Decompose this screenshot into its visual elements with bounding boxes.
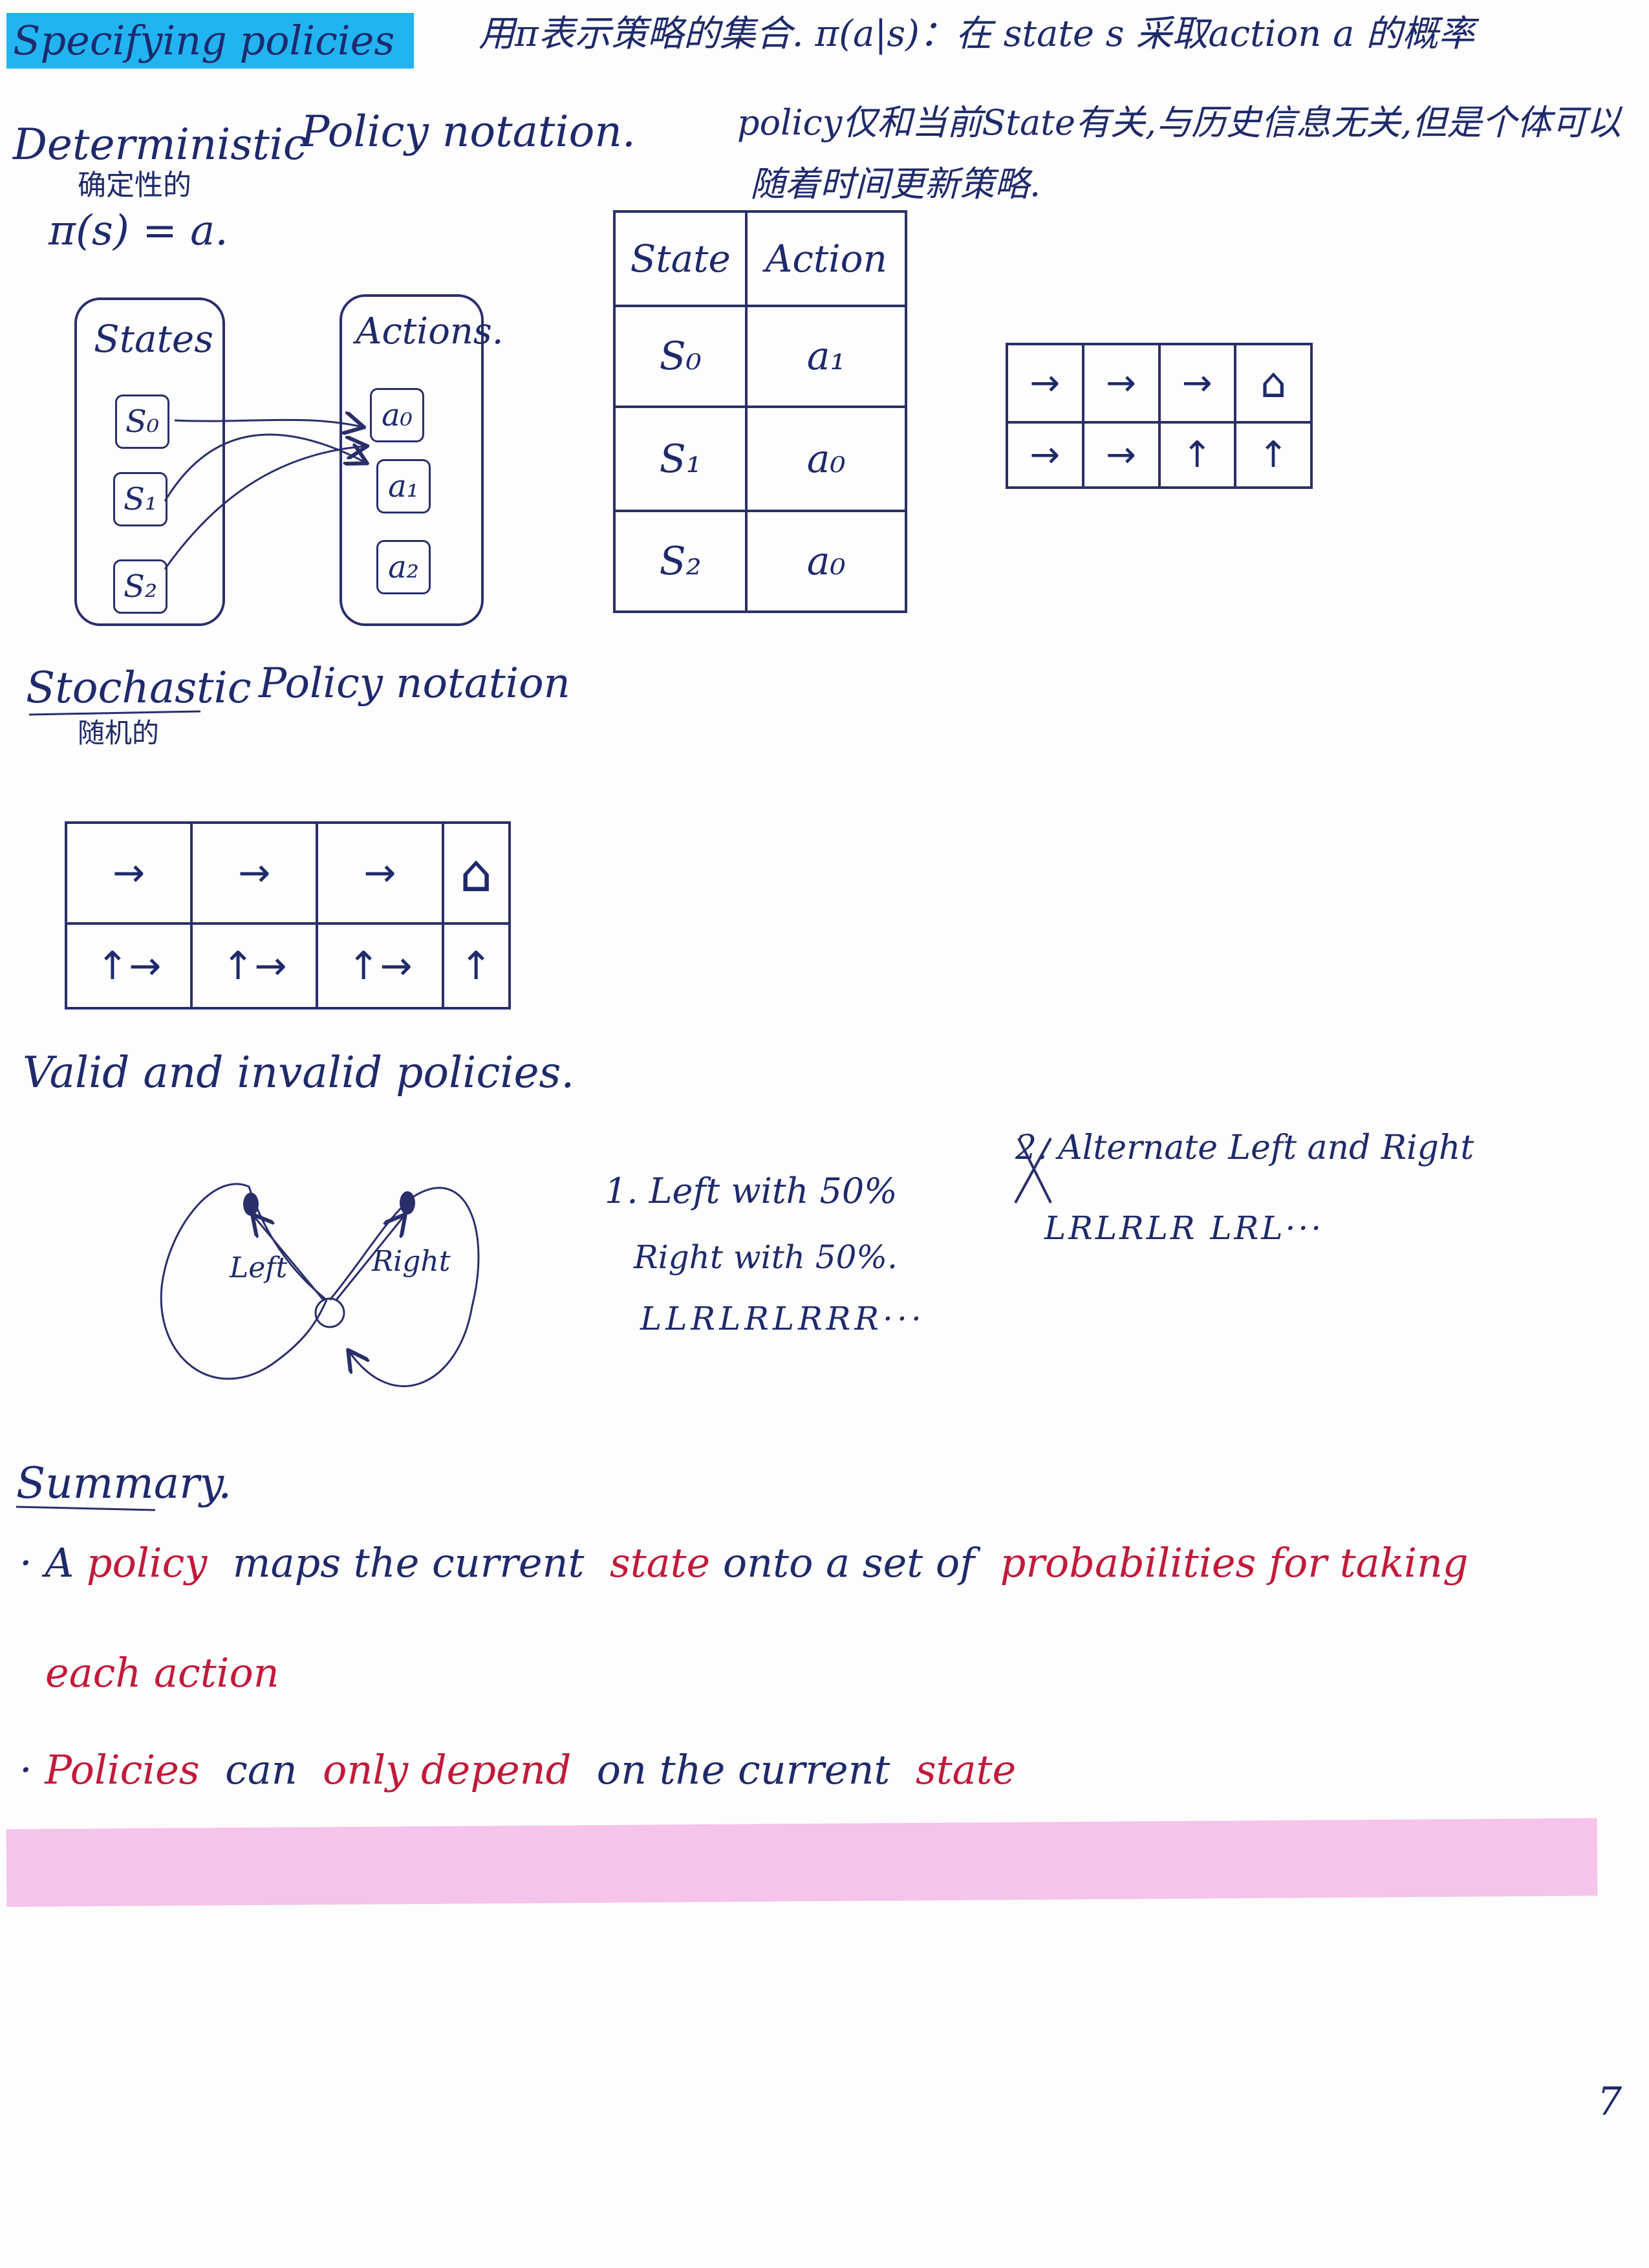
- summary-b1-p6: probabilities for taking: [1000, 1539, 1469, 1586]
- state-s1: S₁: [113, 472, 167, 526]
- state-s0: S₀: [115, 394, 169, 449]
- actions-label: Actions.: [356, 310, 504, 352]
- summary-b1-p5: onto a set of: [722, 1539, 975, 1586]
- summary-b2-p1: Policies: [45, 1746, 200, 1793]
- grid-cell-house-icon: ⌂: [441, 821, 512, 925]
- table-cell-action: a₁: [745, 305, 907, 408]
- deterministic-heading-tail: Policy notation.: [301, 107, 636, 157]
- actions-box: [339, 294, 484, 626]
- table-header-row: State Action: [612, 210, 907, 307]
- states-box: [74, 297, 225, 626]
- summary-b1-p4: state: [609, 1539, 711, 1586]
- action-a1: a₁: [376, 459, 431, 513]
- grid-cell-house-icon: ⌂: [1234, 343, 1313, 424]
- summary-bullet-2: · Policies can only depend on the curren…: [19, 1746, 1016, 1793]
- to-left-arrow: [253, 1216, 325, 1301]
- states-label: States: [94, 317, 214, 361]
- grid-cell-right-arrow-icon: →: [1081, 421, 1161, 489]
- valid-invalid-heading: Valid and invalid policies.: [23, 1048, 575, 1097]
- summary-bullet-1: · A policy maps the current state onto a…: [19, 1539, 1469, 1586]
- action-a2: a₂: [376, 540, 431, 594]
- table-row: S₀ a₁: [612, 305, 907, 408]
- grid-cell-up-right-arrow-icon: ↑→: [316, 922, 444, 1010]
- summary-b1-p2: policy: [86, 1539, 208, 1586]
- grid-cell-up-right-arrow-icon: ↑→: [190, 922, 319, 1010]
- grid-cell-up-arrow-icon: ↑: [1158, 421, 1237, 489]
- summary-b2-p2: can: [225, 1746, 297, 1793]
- policy2-line1: 2. Alternate Left and Right: [1015, 1129, 1474, 1167]
- deterministic-formula: π(s) = a.: [48, 207, 228, 255]
- invalid-cross-mark: [1014, 1138, 1052, 1204]
- right-loop: [329, 1187, 480, 1387]
- header-note: 用π表示策略的集合. π(a|s)：在 state s 采取action a 的…: [479, 13, 1475, 55]
- policy1-line1: 1. Left with 50%: [605, 1171, 898, 1211]
- table-row: S₁ a₀: [612, 405, 907, 512]
- table-cell-action: a₀: [745, 405, 907, 512]
- mapping-arrow-s0: [174, 420, 362, 427]
- stochastic-heading: Stochastic: [26, 663, 252, 713]
- summary-b1-p7: each action: [45, 1649, 279, 1696]
- right-terminal-dot: [400, 1191, 415, 1215]
- mapping-arrow-s2: [164, 446, 365, 570]
- grid-row: → → ↑ ↑: [1006, 421, 1313, 489]
- summary-underline: [16, 1506, 156, 1511]
- bullet-dot: ·: [19, 1539, 45, 1586]
- summary-heading: Summary.: [16, 1458, 232, 1508]
- to-right-arrow: [335, 1216, 404, 1301]
- grid-cell-right-arrow-icon: →: [190, 821, 319, 925]
- stochastic-underline: [28, 710, 201, 716]
- left-terminal-dot: [243, 1193, 259, 1216]
- table-header-state: State: [612, 210, 748, 307]
- page-title: Specifying policies: [6, 13, 415, 69]
- grid-cell-right-arrow-icon: →: [1081, 343, 1161, 424]
- table-header-action: Action: [745, 210, 907, 307]
- policy2-line2: LRLRLR LRL···: [1044, 1209, 1324, 1247]
- left-label: Left: [230, 1251, 288, 1284]
- summary-b1-p1: A: [45, 1539, 74, 1586]
- grid-cell-right-arrow-icon: →: [64, 821, 193, 925]
- state-node: [314, 1297, 345, 1328]
- grid-row: → → → ⌂: [64, 821, 512, 925]
- grid-cell-right-arrow-icon: →: [1006, 343, 1084, 424]
- summary-b2-p5: state: [915, 1746, 1017, 1793]
- state-s2: S₂: [113, 559, 167, 614]
- page-number: 7: [1597, 2079, 1622, 2124]
- table-cell-state: S₁: [612, 405, 748, 512]
- table-cell-state: S₂: [612, 510, 748, 613]
- policy1-line3: LLRLRLRRR···: [640, 1300, 925, 1337]
- grid-cell-up-right-arrow-icon: ↑→: [64, 922, 193, 1010]
- action-a0: a₀: [370, 388, 424, 442]
- summary-b1-p3: maps the current: [232, 1539, 585, 1586]
- policy-note-line2: 随着时间更新策略.: [750, 164, 1041, 204]
- table-row: S₂ a₀: [612, 510, 907, 613]
- policy1-line2: Right with 50%.: [634, 1238, 898, 1276]
- summary-b2-p4: on the current: [596, 1746, 890, 1793]
- deterministic-heading: Deterministic: [13, 120, 307, 169]
- stochastic-grid: → → → ⌂ ↑→ ↑→ ↑→ ↑: [64, 821, 512, 1010]
- grid-cell-up-arrow-icon: ↑: [1234, 421, 1313, 489]
- grid-cell-right-arrow-icon: →: [1158, 343, 1237, 424]
- bullet-dot: ·: [19, 1746, 45, 1793]
- table-cell-action: a₀: [745, 510, 907, 613]
- deterministic-grid: → → → ⌂ → → ↑ ↑: [1006, 343, 1313, 489]
- table-cell-state: S₀: [612, 305, 748, 408]
- state-action-table: State Action S₀ a₁ S₁ a₀ S₂ a₀: [612, 210, 907, 613]
- grid-cell-right-arrow-icon: →: [1006, 421, 1084, 489]
- policy-note-line1: policy仅和当前State有关,与历史信息无关,但是个体可以: [737, 102, 1622, 143]
- mapping-arrow-s1: [164, 433, 365, 502]
- right-label: Right: [372, 1245, 451, 1278]
- grid-cell-right-arrow-icon: →: [316, 821, 444, 925]
- left-loop: [160, 1183, 328, 1380]
- deterministic-heading-cn: 确定性的: [78, 169, 191, 202]
- grid-row: → → → ⌂: [1006, 343, 1313, 424]
- grid-cell-up-arrow-icon: ↑: [441, 922, 512, 1010]
- summary-b2-p3: only depend: [323, 1746, 572, 1793]
- grid-row: ↑→ ↑→ ↑→ ↑: [64, 922, 512, 1010]
- stochastic-heading-cn: 随机的: [78, 717, 160, 749]
- stochastic-heading-tail: Policy notation: [259, 660, 570, 707]
